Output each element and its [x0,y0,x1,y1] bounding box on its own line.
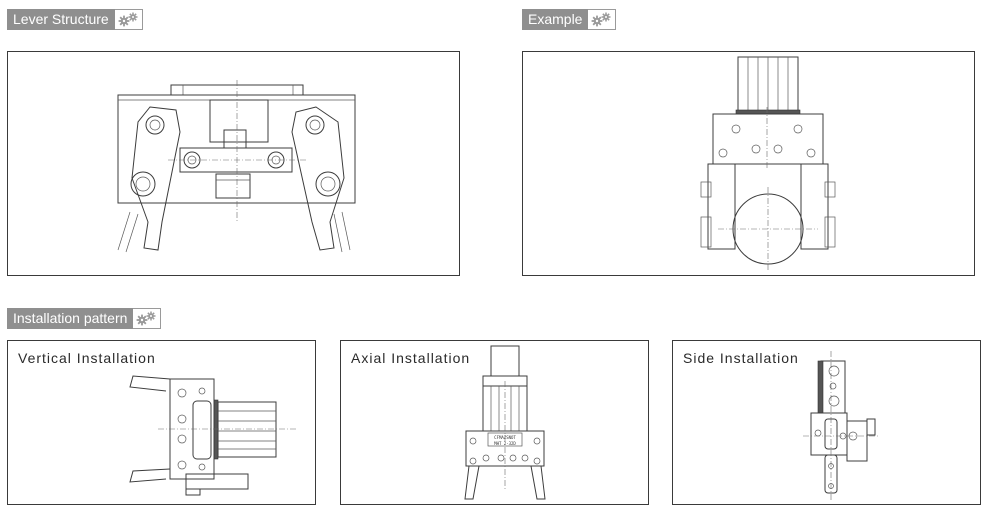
vertical-installation-drawing [129,375,298,496]
vertical-installation-panel: Vertical Installation [7,340,316,505]
lever-structure-drawing [117,80,356,253]
axial-installation-drawing: CFMAZSNOT MHT 2-32D [464,345,546,500]
side-installation-panel: Side Installation [672,340,981,505]
lever-structure-panel [7,51,460,276]
axial-plate-line2: MHT 2-32D [494,441,516,446]
section-title-lever-structure: Lever Structure [7,9,115,30]
vertical-installation-title: Vertical Installation [18,350,156,366]
section-header-installation-pattern: Installation pattern [7,308,162,329]
gears-icon [133,308,162,329]
gears-icon [588,9,617,30]
side-installation-drawing [803,351,878,501]
example-drawing [700,56,836,270]
axial-installation-title: Axial Installation [351,350,471,366]
section-title-example: Example [522,9,589,30]
section-header-example: Example [522,9,617,30]
axial-installation-panel: Axial Installation CFMAZSNOT MHT 2-32D [340,340,649,505]
gears-icon [114,9,143,30]
side-installation-title: Side Installation [683,350,799,366]
example-panel [522,51,975,276]
section-header-lever-structure: Lever Structure [7,9,143,30]
section-title-installation-pattern: Installation pattern [7,308,134,329]
